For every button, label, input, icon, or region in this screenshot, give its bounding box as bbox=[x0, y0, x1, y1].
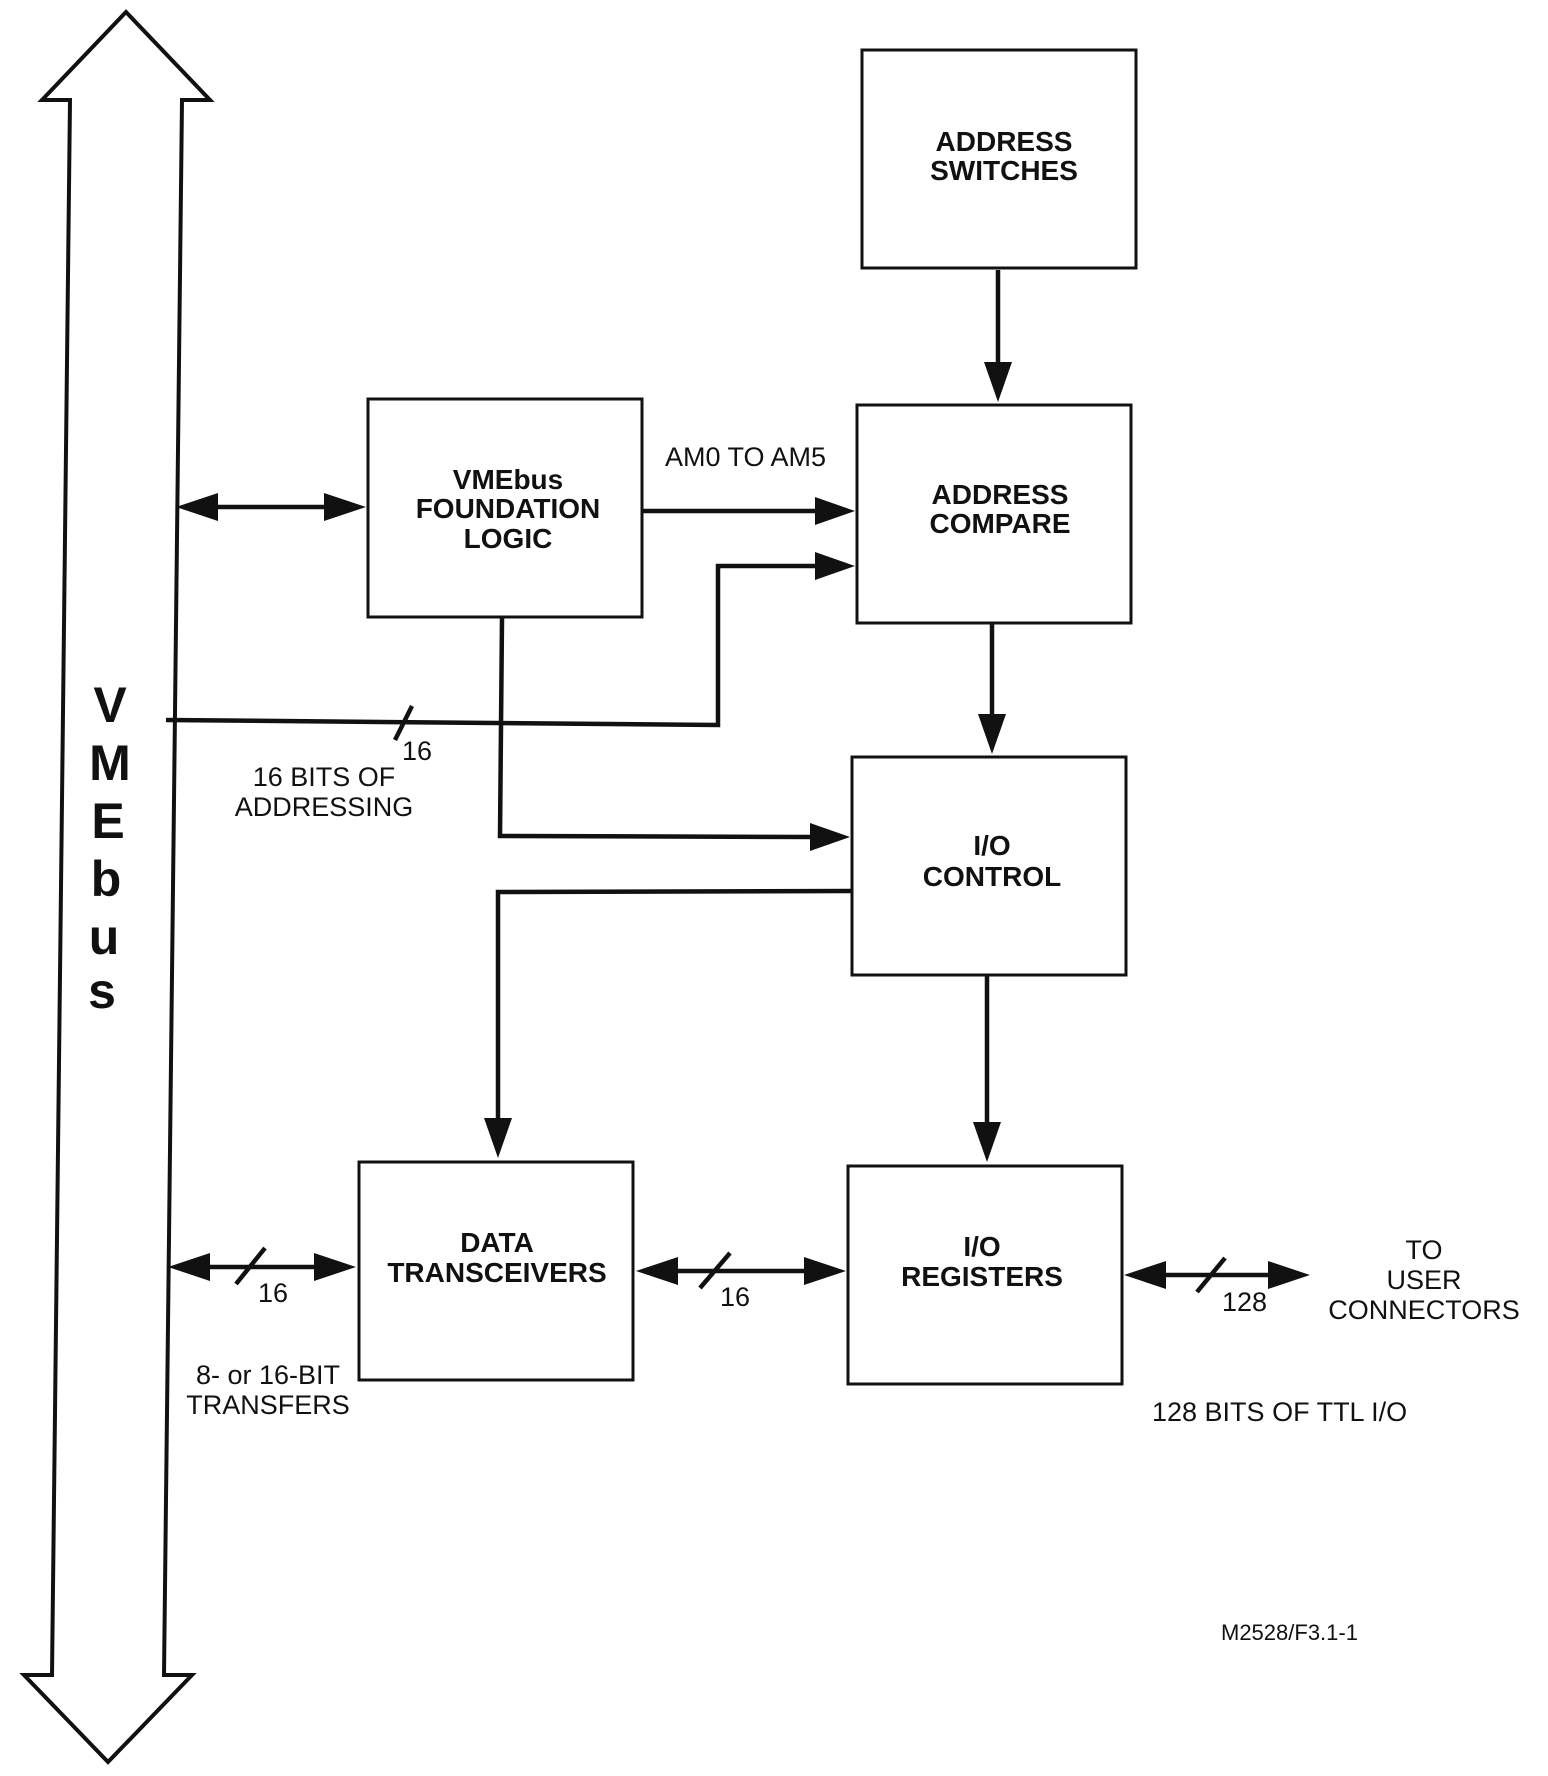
user-connectors-line-1: TO bbox=[1405, 1235, 1442, 1265]
bus-foundation-link bbox=[176, 493, 366, 521]
data-transceivers-block: DATA TRANSCEIVERS bbox=[357, 1160, 635, 1382]
io-control-line-1: I/O bbox=[973, 830, 1010, 861]
addressing-width-label: 16 bbox=[402, 736, 432, 766]
address-switches-line-2: SWITCHES bbox=[930, 155, 1078, 186]
registers-connectors-link bbox=[1124, 1256, 1310, 1294]
data-transceivers-line-2: TRANSCEIVERS bbox=[387, 1257, 606, 1288]
bus-letter-u: u bbox=[89, 909, 120, 965]
transfers-label-line-2: TRANSFERS bbox=[186, 1390, 350, 1420]
address-switches-block: ADDRESS SWITCHES bbox=[860, 48, 1138, 270]
bus-data-width-label: 16 bbox=[258, 1278, 288, 1308]
bus-letter-m: M bbox=[89, 735, 131, 791]
ttl-io-label: 128 BITS OF TTL I/O bbox=[1152, 1397, 1407, 1427]
vmebus-bus-arrow bbox=[19, 9, 215, 1765]
addressing-bus-arrow bbox=[165, 552, 855, 742]
user-connectors-line-3: CONNECTORS bbox=[1328, 1295, 1520, 1325]
foundation-logic-block: VMEbus FOUNDATION LOGIC bbox=[366, 397, 644, 619]
am-lines-label: AM0 TO AM5 bbox=[665, 442, 826, 472]
address-compare-line-2: COMPARE bbox=[929, 508, 1070, 539]
iocontrol-to-registers-arrow bbox=[973, 976, 1001, 1162]
io-registers-block: I/O REGISTERS bbox=[846, 1164, 1124, 1386]
am-lines-arrow bbox=[643, 497, 855, 525]
io-registers-line-2: REGISTERS bbox=[901, 1261, 1063, 1292]
data-transceivers-line-1: DATA bbox=[460, 1227, 534, 1258]
address-compare-block: ADDRESS COMPARE bbox=[855, 403, 1133, 625]
foundation-to-iocontrol-arrow bbox=[497, 617, 850, 851]
foundation-logic-line-3: LOGIC bbox=[464, 523, 553, 554]
io-control-line-2: CONTROL bbox=[923, 861, 1061, 892]
switches-to-compare-arrow bbox=[984, 270, 1012, 402]
foundation-logic-line-2: FOUNDATION bbox=[416, 493, 601, 524]
bus-letter-v: V bbox=[93, 677, 127, 733]
foundation-logic-line-1: VMEbus bbox=[453, 464, 563, 495]
bus-letter-e: E bbox=[91, 793, 124, 849]
addressing-label-line-2: ADDRESSING bbox=[235, 792, 414, 822]
internal-data-width-label: 16 bbox=[720, 1282, 750, 1312]
transceivers-registers-link bbox=[636, 1251, 846, 1290]
io-width-label: 128 bbox=[1222, 1287, 1267, 1317]
addressing-label-line-1: 16 BITS OF bbox=[253, 762, 396, 792]
address-switches-line-1: ADDRESS bbox=[936, 126, 1073, 157]
user-connectors-line-2: USER bbox=[1386, 1265, 1461, 1295]
bus-letter-s: s bbox=[88, 963, 116, 1019]
iocontrol-to-transceivers-arrow bbox=[484, 888, 852, 1158]
figure-id: M2528/F3.1-1 bbox=[1221, 1620, 1358, 1645]
bus-transceivers-link bbox=[168, 1246, 356, 1286]
transfers-label-line-1: 8- or 16-BIT bbox=[196, 1360, 340, 1390]
io-registers-line-1: I/O bbox=[963, 1231, 1000, 1262]
io-control-block: I/O CONTROL bbox=[850, 755, 1128, 977]
bus-letter-b: b bbox=[91, 851, 122, 907]
address-compare-line-1: ADDRESS bbox=[932, 479, 1069, 510]
compare-to-iocontrol-arrow bbox=[978, 624, 1006, 754]
